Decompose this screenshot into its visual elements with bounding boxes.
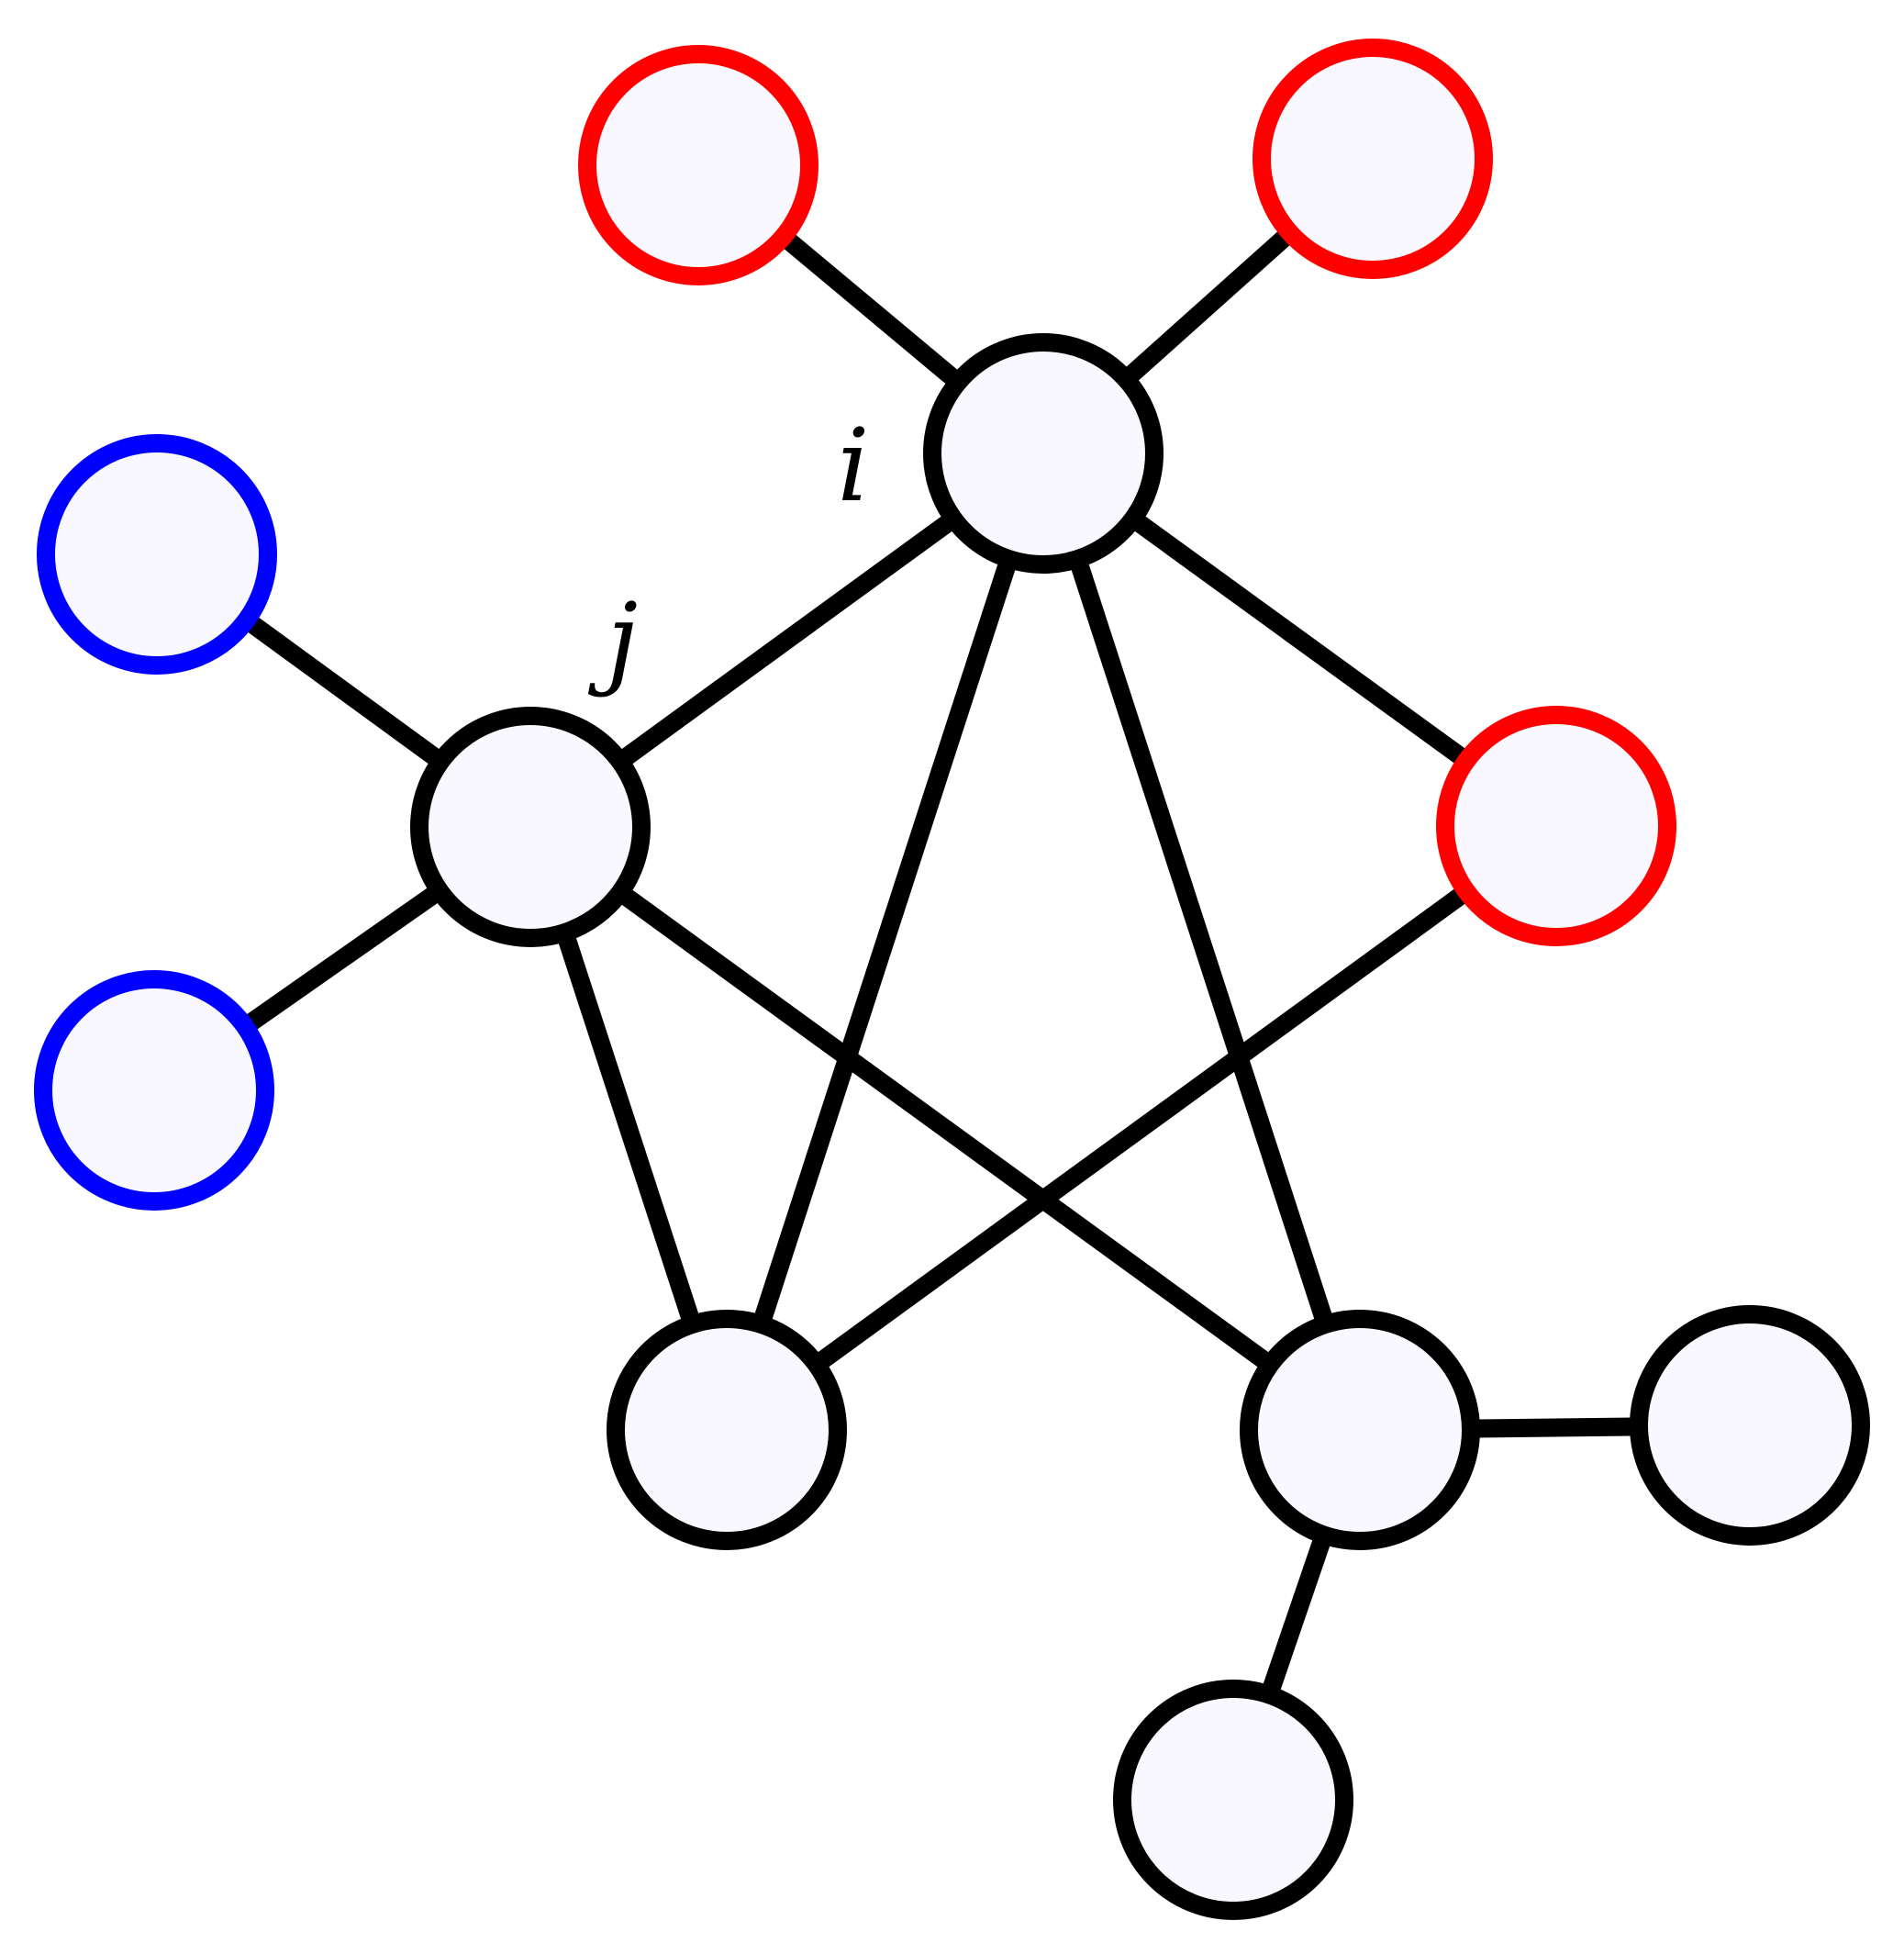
node-right-red: [1436, 706, 1676, 946]
node-i: [923, 333, 1164, 574]
node-top-blue: [37, 434, 277, 675]
node-j: [410, 707, 651, 947]
node-right-leaf: [1630, 1305, 1870, 1546]
node-bottom-leaf: [1113, 1680, 1353, 1920]
edge-j-bottom-right-center: [525, 819, 1365, 1438]
node-bottom-left-center: [607, 1310, 847, 1550]
edge-i-bottom-right-center: [1034, 450, 1369, 1434]
node-bottom-right-center: [1240, 1310, 1480, 1550]
node-top-red-right: [1253, 39, 1493, 279]
node-bottom-blue: [34, 970, 274, 1211]
node-label-i: i: [837, 407, 869, 524]
node-top-red-left: [578, 45, 818, 285]
edge-i-bottom-left-center: [718, 450, 1052, 1434]
edge-right-red-bottom-left-center: [721, 818, 1562, 1438]
node-label-j: j: [587, 581, 638, 698]
nodes: [34, 39, 1870, 1920]
